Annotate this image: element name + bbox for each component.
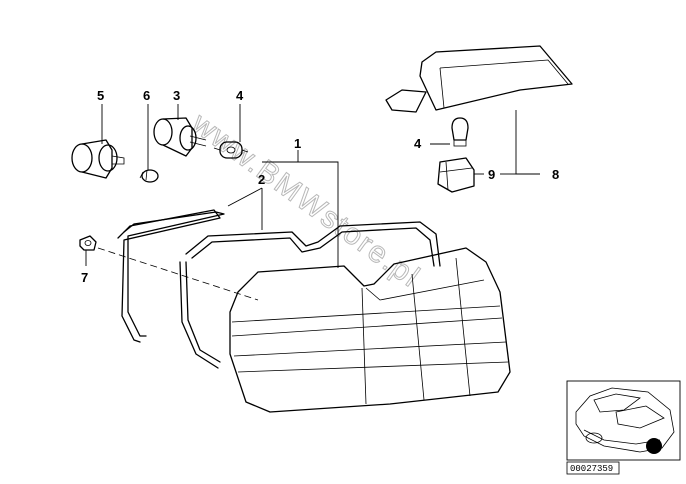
- leader-8: [515, 110, 540, 175]
- part-8-brake-light-housing[interactable]: [385, 45, 573, 113]
- callout-4-left: 4: [236, 88, 244, 103]
- part-6-wedge-bulb[interactable]: [139, 169, 159, 183]
- callout-6: 6: [143, 88, 150, 103]
- leader-2b: [227, 187, 263, 207]
- callout-1: 1: [294, 136, 301, 151]
- location-marker-icon: [646, 438, 662, 454]
- leader-1: [262, 161, 339, 268]
- part-4-bulb-left[interactable]: [213, 141, 249, 159]
- callout-5: 5: [97, 88, 104, 103]
- callout-8: 8: [552, 167, 559, 182]
- callout-7: 7: [81, 270, 88, 285]
- part-3-bulb-holder[interactable]: [153, 117, 207, 157]
- callout-3: 3: [173, 88, 180, 103]
- car-locator-inset: [566, 380, 681, 461]
- part-7-clip-nut[interactable]: [79, 235, 97, 251]
- reference-id-box: [566, 461, 620, 475]
- part-5-bulb-socket[interactable]: [71, 139, 125, 179]
- reference-id: 00027359: [570, 464, 613, 474]
- callout-4-right: 4: [414, 136, 422, 151]
- callout-9: 9: [488, 167, 495, 182]
- part-2-gasket-outer[interactable]: [117, 209, 225, 343]
- part-9-brake-light-socket[interactable]: [437, 157, 475, 193]
- part-2-gasket-inner[interactable]: [179, 221, 441, 369]
- part-4-bulb-right[interactable]: [451, 117, 469, 147]
- callout-2: 2: [258, 172, 265, 187]
- watermark-text: www.BMWstore.pl: [185, 106, 426, 294]
- assembly-line: [97, 247, 259, 301]
- part-1-tail-light-lens[interactable]: [229, 247, 511, 413]
